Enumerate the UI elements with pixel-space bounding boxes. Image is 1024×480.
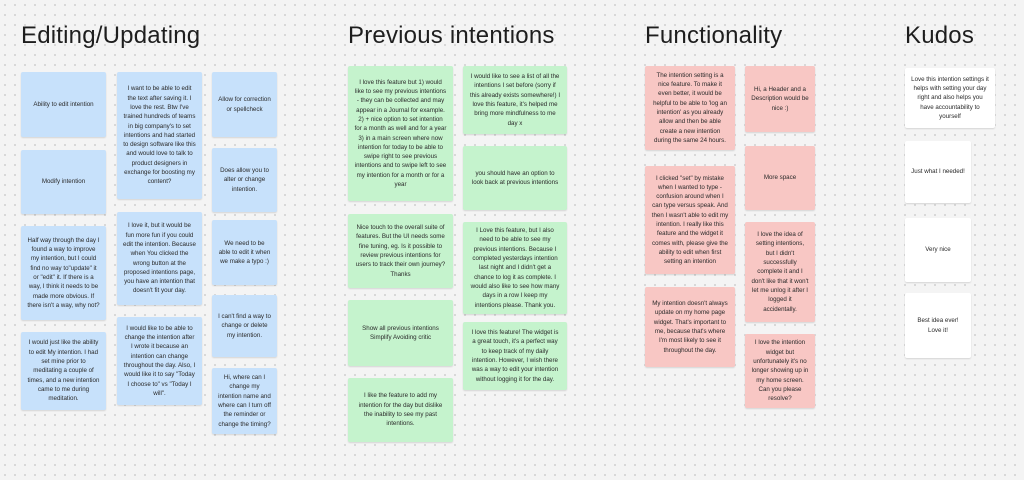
- sticky-note[interactable]: Half way through the day I found a way t…: [21, 226, 106, 320]
- sticky-note[interactable]: I love this feature but 1) would like to…: [348, 66, 453, 201]
- sticky-note[interactable]: Ability to edit intention: [21, 72, 106, 137]
- sticky-note[interactable]: I would just like the ability to edit My…: [21, 332, 106, 410]
- section-title-kudos: Kudos: [905, 22, 975, 49]
- sticky-note[interactable]: Does allow you to alter or change intent…: [212, 148, 277, 212]
- sticky-note[interactable]: you should have an option to look back a…: [463, 146, 567, 210]
- sticky-note[interactable]: Love this intention settings it helps wi…: [905, 68, 995, 128]
- sticky-note[interactable]: I clicked "set" by mistake when I wanted…: [645, 166, 735, 274]
- sticky-note[interactable]: Allow for correction or spellcheck: [212, 72, 277, 137]
- sticky-note[interactable]: I love this feature! The widget is a gre…: [463, 322, 567, 390]
- section-title-functionality: Functionality: [645, 22, 783, 49]
- sticky-note[interactable]: Hi, a Header and a Description would be …: [745, 66, 815, 132]
- sticky-note[interactable]: Show all previous intentions Simplify Av…: [348, 300, 453, 366]
- section-title-editing: Editing/Updating: [21, 22, 201, 49]
- sticky-note[interactable]: Hi, where can I change my intention name…: [212, 368, 277, 434]
- sticky-note[interactable]: Best idea ever! Love it!: [905, 293, 971, 358]
- sticky-note[interactable]: I like the feature to add my intention f…: [348, 378, 453, 442]
- sticky-note[interactable]: I love the intention widget but unfortun…: [745, 334, 815, 408]
- sticky-note[interactable]: I love the idea of setting intentions, b…: [745, 222, 815, 322]
- section-title-previous-intentions: Previous intentions: [348, 22, 555, 49]
- sticky-note[interactable]: I Love this feature, but I also need to …: [463, 222, 567, 314]
- sticky-note[interactable]: We need to be able to edit it when we ma…: [212, 220, 277, 285]
- sticky-note[interactable]: I can't find a way to change or delete m…: [212, 295, 277, 357]
- sticky-note[interactable]: I would like to be able to change the in…: [117, 317, 202, 405]
- sticky-note[interactable]: I want to be able to edit the text after…: [117, 72, 202, 199]
- sticky-note[interactable]: I love it, but it would be fun more fun …: [117, 212, 202, 305]
- sticky-note[interactable]: Modify intention: [21, 150, 106, 214]
- sticky-note[interactable]: Nice touch to the overall suite of featu…: [348, 214, 453, 288]
- sticky-note[interactable]: Very nice: [905, 218, 971, 282]
- sticky-note[interactable]: Just what I needed!: [905, 141, 971, 203]
- sticky-note[interactable]: More space: [745, 146, 815, 210]
- sticky-note[interactable]: I would like to see a list of all the in…: [463, 66, 567, 134]
- sticky-note[interactable]: The intention setting is a nice feature.…: [645, 66, 735, 150]
- sticky-note[interactable]: My intention doesn't always update on my…: [645, 287, 735, 367]
